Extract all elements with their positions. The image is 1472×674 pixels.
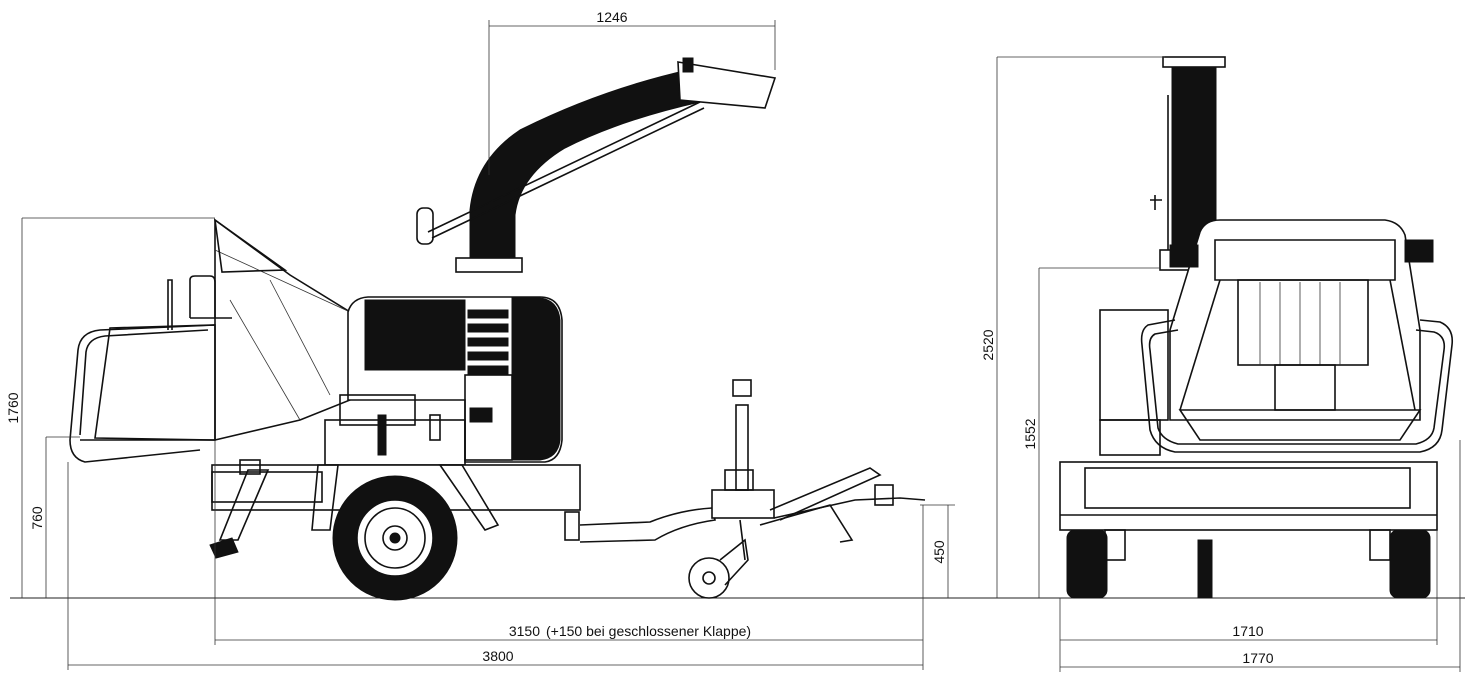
infeed-hopper <box>69 218 351 463</box>
road-wheel <box>332 475 458 601</box>
dim-label-hitch-height: 450 <box>931 540 947 564</box>
dim-label-overall-width: 1770 <box>1242 650 1273 666</box>
side-view-dimensions: 1246 1760 760 450 3150 (+150 bei geschlo… <box>5 9 955 670</box>
dim-label-length-total: 3800 <box>482 648 513 664</box>
dim-label-height-total: 2520 <box>980 329 996 360</box>
dim-label-length-inner-note: (+150 bei geschlossener Klappe) <box>546 623 751 639</box>
front-view-dimensions: 2520 1552 1710 1770 <box>980 56 1461 672</box>
drawbar <box>579 379 926 599</box>
side-view <box>69 57 926 601</box>
dim-label-chute-reach: 1246 <box>596 9 627 25</box>
dim-label-length-inner: 3150 <box>509 623 540 639</box>
front-view <box>1059 56 1454 599</box>
dim-label-infeed-height: 760 <box>29 506 45 530</box>
dim-label-height-side: 1760 <box>5 392 21 423</box>
discharge-chute <box>416 57 777 273</box>
dim-label-height-hopper: 1552 <box>1022 418 1038 449</box>
dim-label-track-width: 1710 <box>1232 623 1263 639</box>
drum-housing <box>324 296 563 466</box>
